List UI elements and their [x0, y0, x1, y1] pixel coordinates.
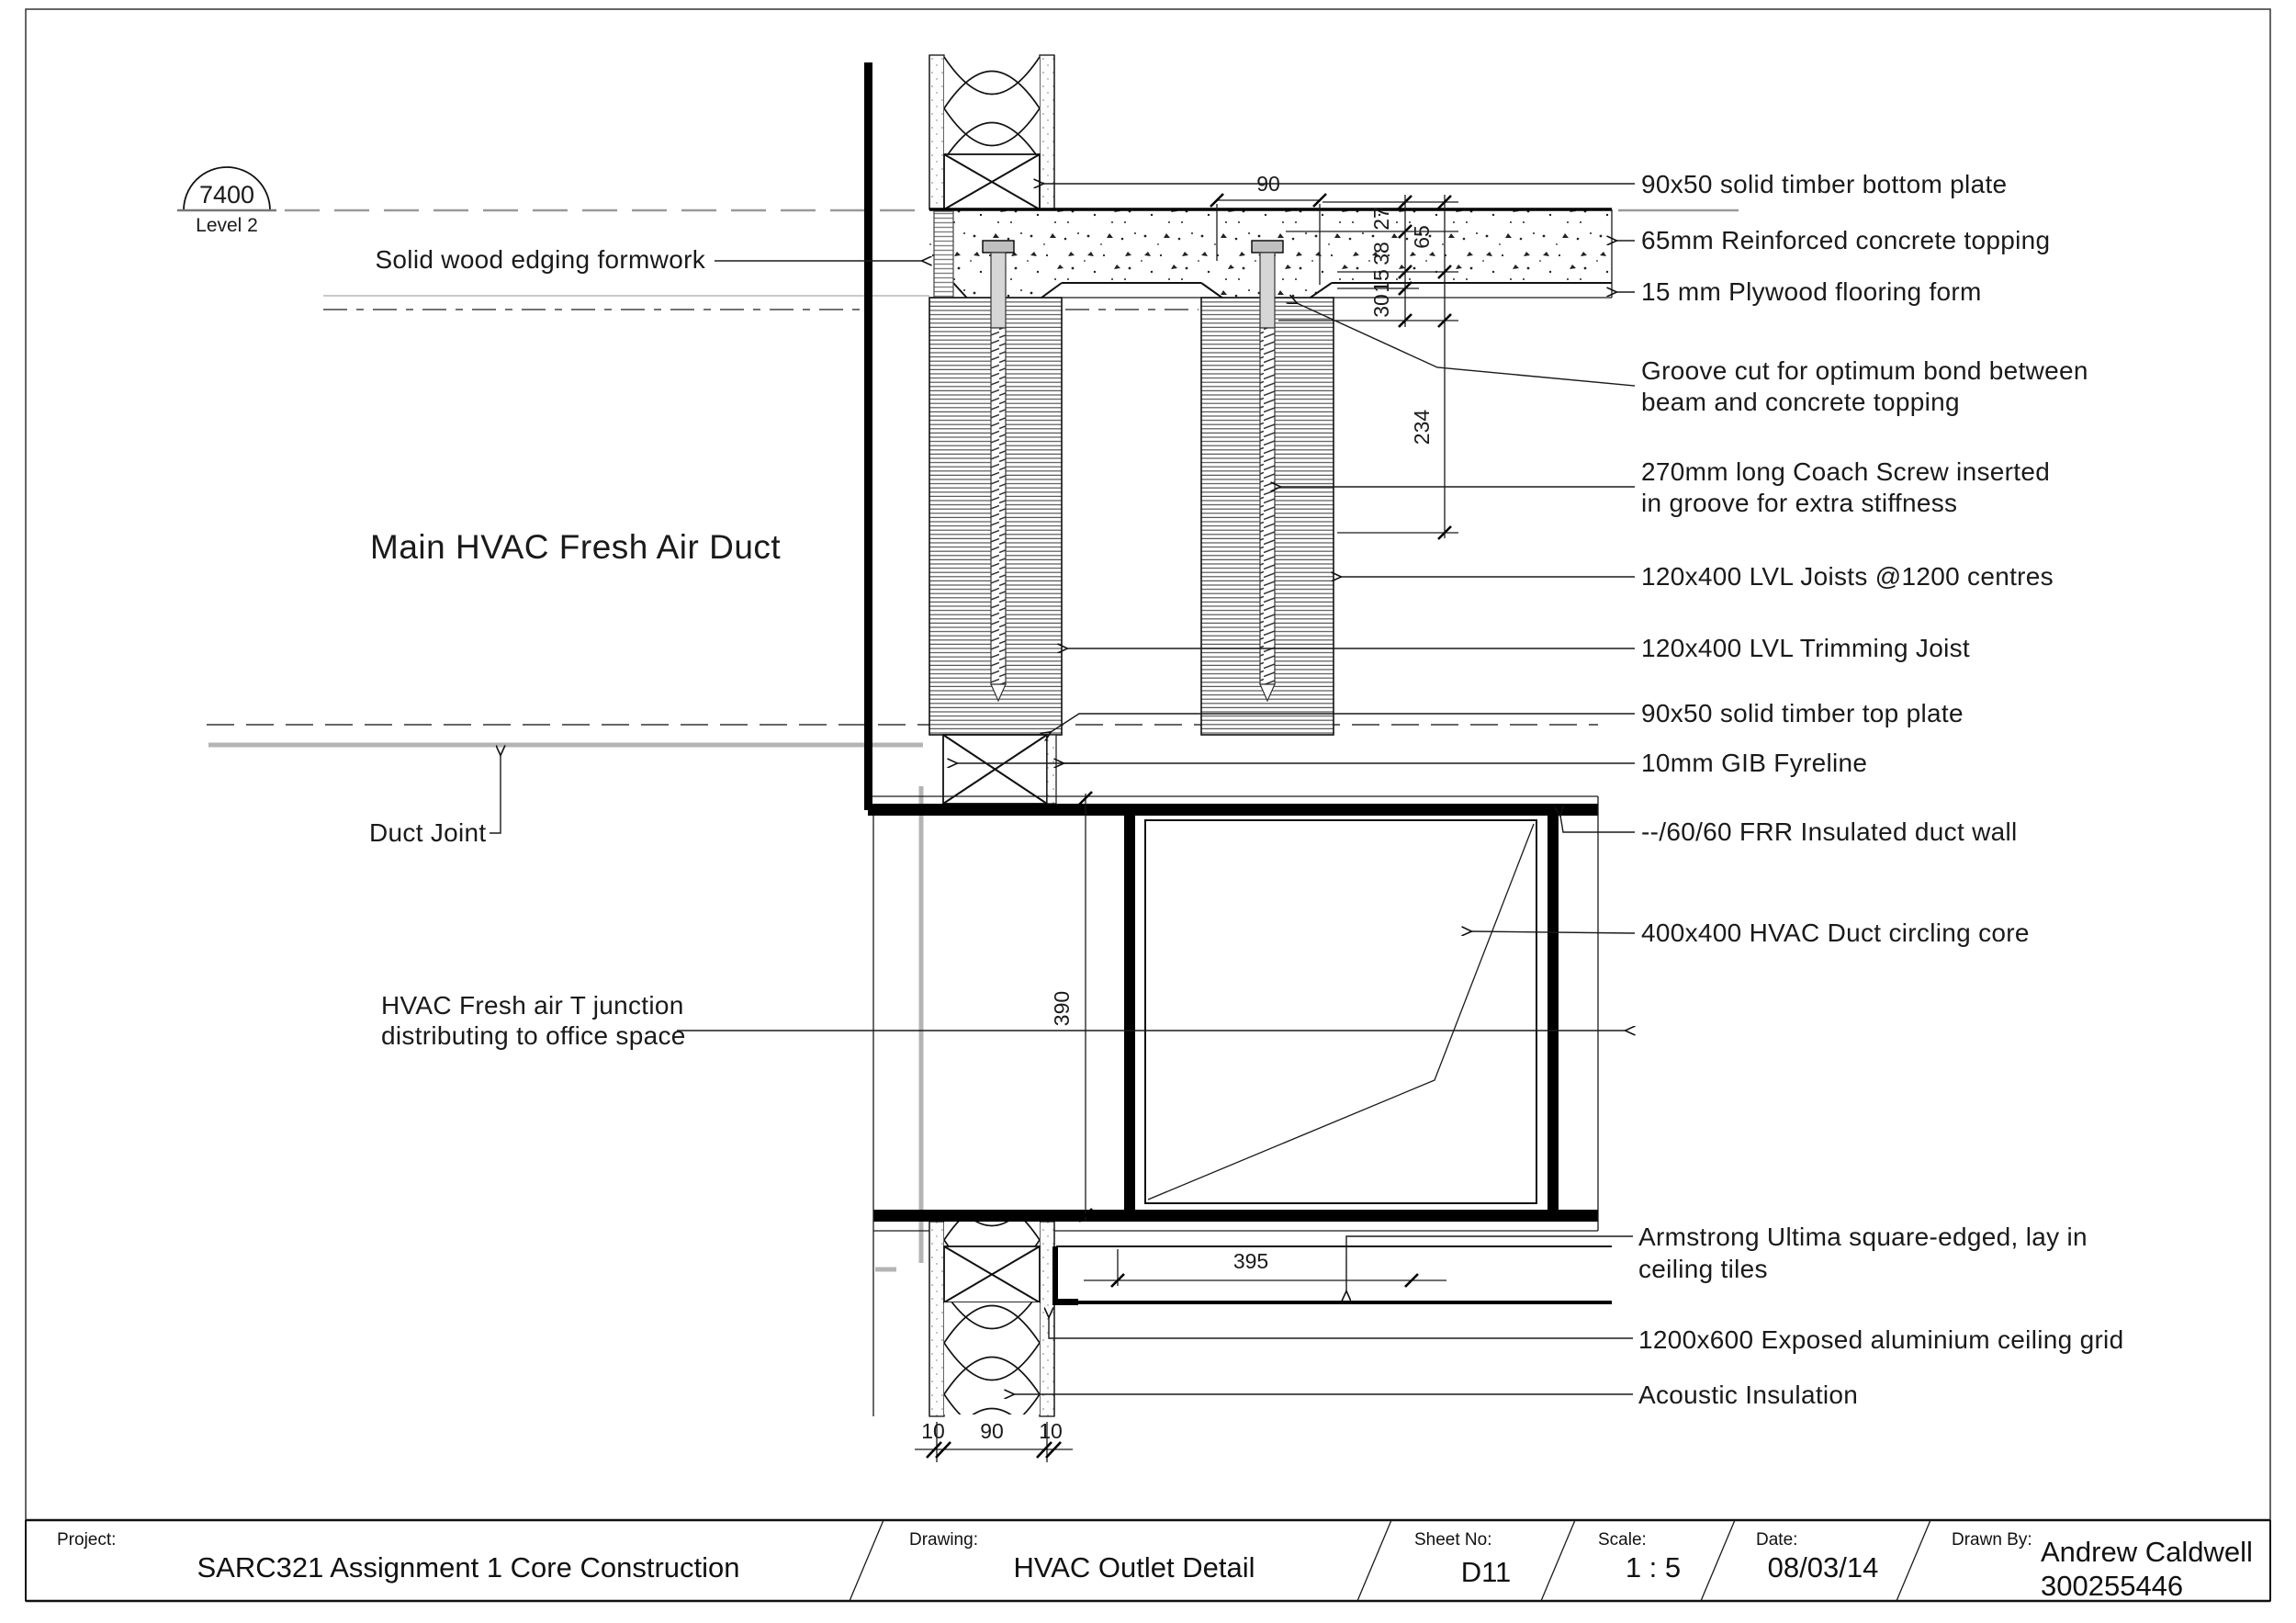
drawing-label: Drawing: [909, 1530, 978, 1550]
label-screw-1: 270mm long Coach Screw inserted [1641, 457, 2050, 486]
label-groove-1: Groove cut for optimum bond between [1641, 356, 2088, 385]
label-armstrong-2: ceiling tiles [1638, 1255, 1768, 1283]
leader-grid [1049, 1317, 1633, 1339]
dim-395: 395 [1233, 1249, 1268, 1273]
annotations: Solid wood edging formwork Main HVAC Fre… [369, 170, 2123, 1409]
label-groove-2: beam and concrete topping [1641, 388, 1960, 416]
dimensions: 90 27 38 15 30 65 [915, 172, 1458, 1462]
dim-10-right: 10 [1039, 1419, 1063, 1443]
label-joists: 120x400 LVL Joists @1200 centres [1641, 562, 2054, 591]
dim-chain-floor: 27 38 15 30 [1278, 195, 1458, 328]
label-bottom-plate: 90x50 solid timber bottom plate [1641, 170, 2007, 198]
label-grid: 1200x600 Exposed aluminium ceiling grid [1638, 1325, 2123, 1354]
level-name: Level 2 [196, 215, 258, 236]
dim-390: 390 [1050, 991, 1074, 1026]
label-gib: 10mm GIB Fyreline [1641, 749, 1867, 777]
label-acoustic: Acoustic Insulation [1638, 1381, 1858, 1409]
drawn-by-value: Andrew Caldwell [2041, 1536, 2253, 1568]
sheet-label: Sheet No: [1414, 1530, 1492, 1550]
student-id: 300255446 [2041, 1570, 2183, 1602]
leader-groove [1297, 303, 1636, 387]
ceiling-nog-blocking [943, 1245, 1041, 1303]
label-frr-wall: --/60/60 FRR Insulated duct wall [1641, 817, 2018, 846]
wall-insulation-upper [944, 57, 1040, 154]
dim-65: 65 [1410, 225, 1434, 249]
drawn-by-label: Drawn By: [1952, 1530, 2032, 1550]
dim-chain-right: 65 234 [1337, 195, 1458, 540]
leader-lines [490, 184, 1635, 1394]
label-screw-2: in groove for extra stiffness [1641, 489, 1957, 517]
drawing-value: HVAC Outlet Detail [1013, 1551, 1255, 1584]
leader-frr-wall [1560, 816, 1635, 833]
scale-value: 1 : 5 [1626, 1551, 1681, 1584]
dim-10-left: 10 [921, 1419, 945, 1443]
label-main-duct: Main HVAC Fresh Air Duct [370, 528, 781, 566]
dim-15: 15 [1369, 269, 1393, 293]
project-label: Project: [57, 1530, 116, 1550]
solid-wood-edging-formwork [933, 210, 954, 301]
hvac-duct-400 [1144, 819, 1537, 1204]
leader-duct-400 [1471, 931, 1636, 933]
label-duct-joint: Duct Joint [369, 818, 487, 847]
upper-wall-section [929, 54, 1055, 210]
label-concrete: 65mm Reinforced concrete topping [1641, 226, 2050, 254]
label-armstrong-1: Armstrong Ultima square-edged, lay in [1638, 1223, 2088, 1251]
dim-27: 27 [1369, 207, 1393, 231]
sheet-value: D11 [1461, 1556, 1512, 1588]
dim-234: 234 [1410, 410, 1434, 445]
label-top-plate: 90x50 solid timber top plate [1641, 699, 1964, 727]
lower-wall-section [929, 1221, 1055, 1417]
label-plywood: 15 mm Plywood flooring form [1641, 277, 1982, 306]
leader-top-plate [1051, 713, 1635, 732]
leader-duct-joint [490, 755, 501, 834]
dim-wall-bottom: 10 90 10 [915, 1419, 1073, 1462]
insulated-duct-wall [868, 795, 1599, 1416]
acoustic-insulation [944, 1302, 1040, 1414]
main-duct-wall [864, 62, 872, 810]
date-label: Date: [1756, 1530, 1797, 1550]
leader-armstrong [1346, 1235, 1633, 1291]
date-value: 08/03/14 [1768, 1551, 1879, 1584]
label-trimming-joist: 120x400 LVL Trimming Joist [1641, 634, 1970, 662]
label-solid-wood-formwork: Solid wood edging formwork [375, 245, 705, 274]
dim-duct-390: 390 [1050, 791, 1093, 1223]
suspended-ceiling [1052, 1245, 1612, 1305]
level-elevation: 7400 [199, 181, 254, 209]
reference-lines [207, 209, 1739, 1272]
scale-label: Scale: [1598, 1530, 1647, 1550]
bottom-plate-blocking [943, 153, 1041, 210]
label-t-junction-1: HVAC Fresh air T junction [381, 991, 684, 1020]
top-plate-blocking [942, 734, 1057, 805]
dim-38: 38 [1369, 242, 1393, 265]
project-value: SARC321 Assignment 1 Core Construction [197, 1551, 739, 1584]
label-duct-400: 400x400 HVAC Duct circling core [1641, 919, 2030, 947]
coach-screw-1 [982, 240, 1015, 703]
dim-90-wall: 90 [980, 1419, 1004, 1443]
coach-screw-2 [1251, 240, 1284, 703]
level-marker: 7400 Level 2 [177, 166, 276, 236]
dim-30: 30 [1369, 294, 1393, 318]
dim-tile-395: 395 [1084, 1249, 1446, 1288]
label-t-junction-2: distributing to office space [381, 1021, 686, 1050]
title-block: Project: SARC321 Assignment 1 Core Const… [25, 1518, 2271, 1603]
